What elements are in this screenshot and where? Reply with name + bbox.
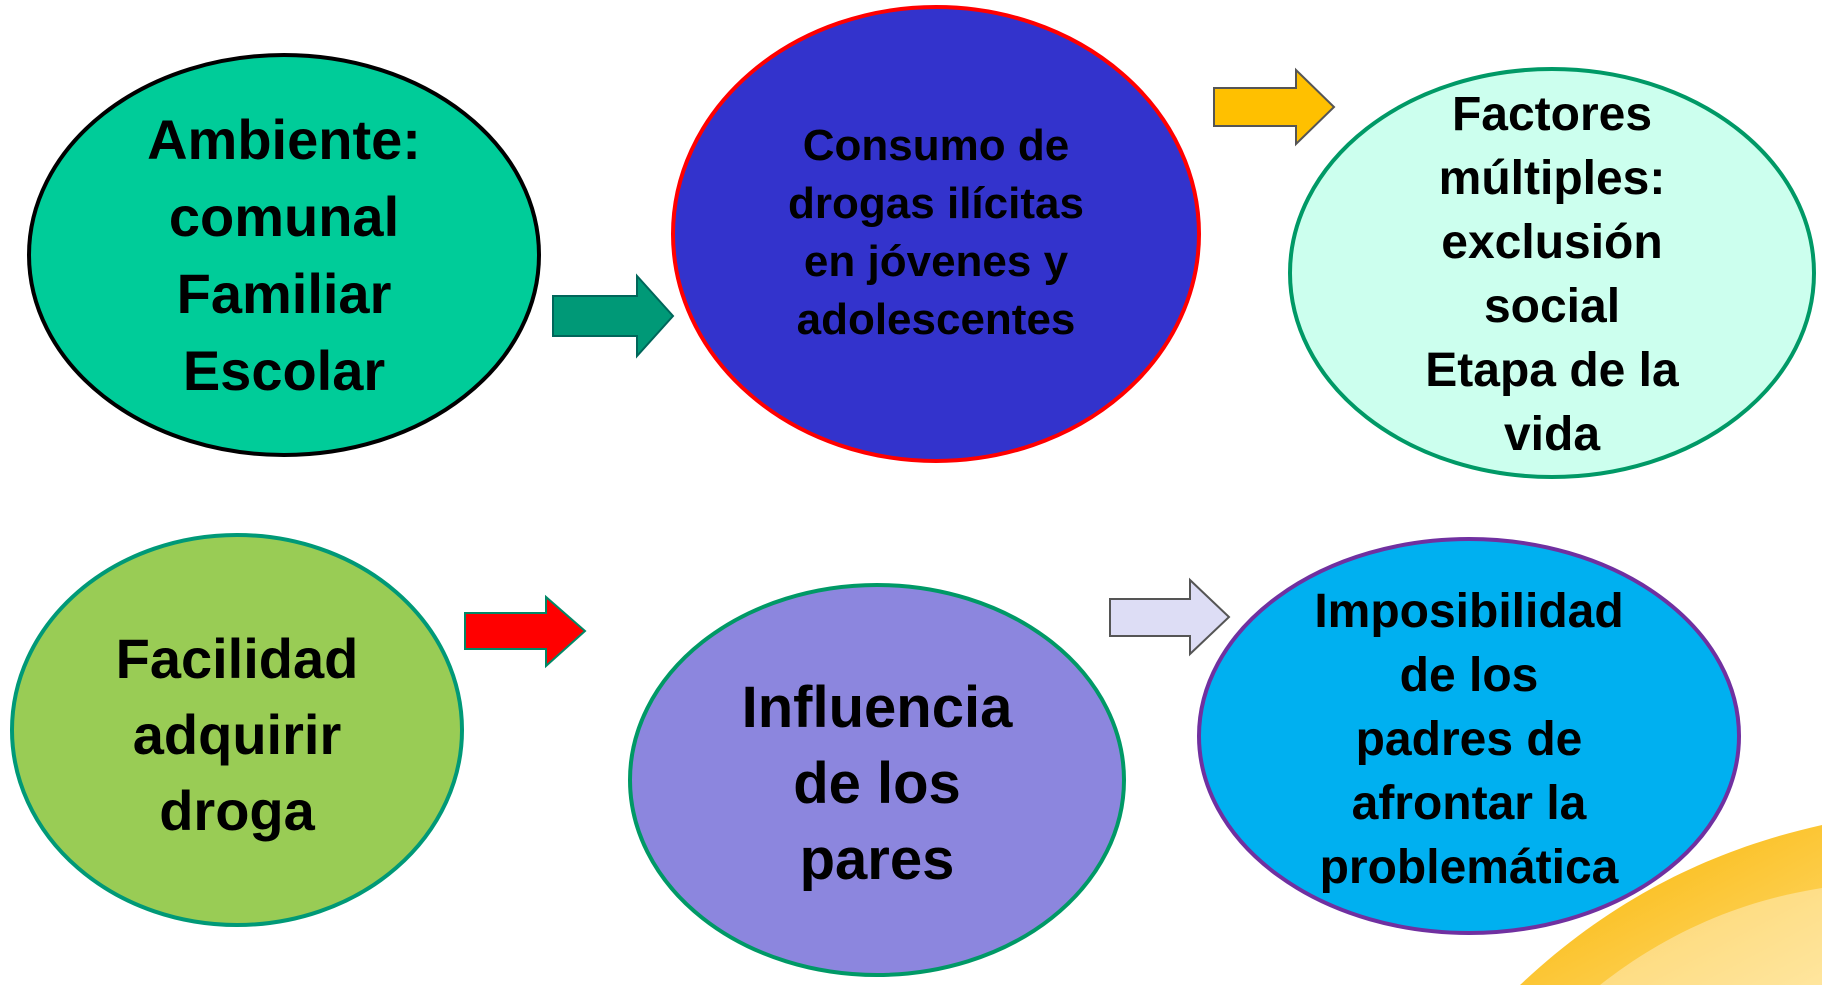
swoosh-band (1520, 825, 1822, 985)
arrow-red-right (464, 594, 587, 669)
corner-swoosh-decoration (1520, 825, 1822, 985)
swoosh-highlight (1600, 888, 1822, 985)
node-facilidad-ellipse (10, 533, 464, 927)
node-factores-ellipse (1288, 67, 1816, 479)
node-consumo-ellipse (671, 5, 1201, 463)
arrow-lavender-right (1109, 577, 1231, 657)
node-ambiente-ellipse (27, 53, 541, 457)
node-imposibilidad-ellipse (1197, 537, 1741, 935)
node-influencia-ellipse (628, 583, 1126, 977)
arrow-teal-right (552, 273, 675, 359)
arrow-gold-right (1213, 67, 1336, 147)
